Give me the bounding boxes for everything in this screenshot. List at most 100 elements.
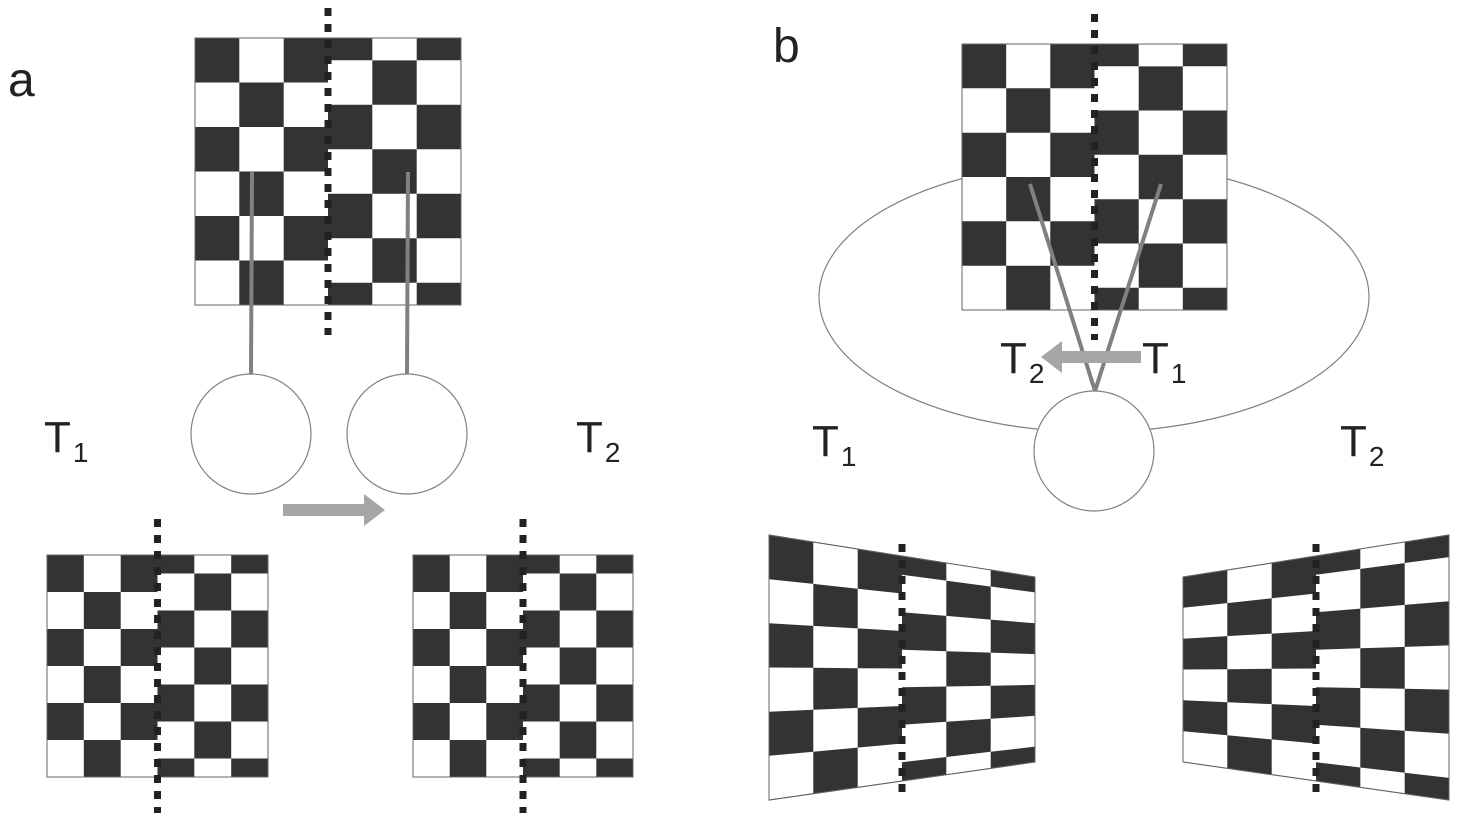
board-square (413, 703, 450, 740)
board-square (902, 686, 947, 725)
board-square (813, 747, 858, 794)
board-square (1360, 727, 1405, 773)
board-square (83, 740, 121, 777)
board-square (195, 38, 240, 83)
board-square (1094, 110, 1139, 155)
board-square (1138, 154, 1183, 200)
board-square (372, 238, 417, 283)
board-border (46, 554, 269, 778)
board-square (902, 556, 947, 581)
board-square (1316, 762, 1361, 788)
panel-b-t1-label: T1 (812, 417, 856, 472)
board-square (857, 706, 902, 748)
panel-a-bottom-left-board (46, 519, 269, 813)
board-square (486, 703, 523, 740)
panel-a-right-rod (405, 171, 410, 377)
board-square (1182, 199, 1227, 244)
board-square (1183, 636, 1228, 670)
board-square (1183, 700, 1228, 736)
board-square (416, 104, 461, 150)
board-square (1316, 549, 1361, 575)
panel-a-top-board (194, 8, 462, 335)
board-square (1094, 287, 1139, 310)
board-square (239, 260, 284, 305)
board-square (231, 610, 268, 648)
board-square (120, 703, 158, 740)
board-square (194, 555, 232, 574)
board-square (413, 629, 450, 666)
panel-b-top-board (961, 14, 1228, 340)
board-square (372, 149, 417, 194)
board-square (47, 703, 84, 740)
board-square (769, 709, 814, 756)
panel-b-inner-t1-label: T1 (1142, 334, 1186, 389)
board-square (1183, 570, 1228, 608)
board-square (239, 171, 284, 216)
board-square (769, 623, 814, 668)
board-square (195, 127, 240, 172)
board-square (559, 555, 597, 574)
board-square (416, 282, 461, 305)
board-square (449, 592, 487, 629)
board-square (195, 216, 240, 261)
board-square (1271, 556, 1316, 599)
board-square (449, 666, 487, 703)
board-square (1050, 221, 1095, 266)
board-square (1227, 668, 1272, 705)
board-square (1182, 44, 1227, 67)
board-border (768, 534, 1036, 801)
board-square (857, 549, 902, 594)
panel-a-move-arrow (283, 494, 385, 526)
board-square (1360, 563, 1405, 609)
board-square (1138, 66, 1183, 111)
board-square (523, 555, 560, 574)
board-square (1316, 608, 1361, 650)
board-square (1006, 265, 1051, 310)
board-square (990, 619, 1035, 655)
panel-b-observer (1033, 390, 1155, 512)
board-square (559, 721, 597, 759)
board-square (990, 746, 1035, 769)
board-square (596, 684, 633, 722)
board-square (486, 629, 523, 666)
board-square (596, 555, 633, 574)
board-square (1050, 132, 1095, 177)
panel-b-t2-label: T2 (1340, 417, 1384, 472)
panel-b-label: b (773, 20, 800, 73)
board-square (1360, 542, 1405, 569)
board-square (1227, 598, 1272, 637)
board-square (1404, 688, 1449, 734)
panel-b-bottom-right-board (1182, 534, 1450, 801)
board-square (1138, 243, 1183, 288)
board-square (596, 610, 633, 648)
panel-a-t1-label: T1 (44, 413, 88, 468)
board-square (194, 647, 232, 685)
board-border (961, 43, 1228, 311)
board-square (1182, 287, 1227, 310)
board-border (194, 37, 462, 306)
board-square (328, 282, 373, 305)
board-square (813, 667, 858, 710)
board-square (523, 758, 560, 777)
board-square (47, 555, 84, 592)
board-square (1094, 44, 1139, 67)
panel-a-left-rod (249, 171, 254, 377)
board-square (946, 580, 991, 620)
board-square (962, 221, 1007, 266)
board-square (946, 563, 991, 587)
board-square (1138, 44, 1183, 67)
panel-a-t2-label: T2 (576, 413, 620, 468)
board-square (449, 740, 487, 777)
panel-b-inner-t2-label: T2 (1000, 334, 1044, 389)
board-square (902, 757, 947, 781)
board-square (157, 684, 195, 722)
board-square (157, 610, 195, 648)
board-square (596, 758, 633, 777)
panel-a: a T1 T2 (8, 8, 634, 813)
board-square (946, 718, 991, 757)
board-square (416, 193, 461, 239)
board-square (1271, 631, 1316, 669)
board-square (559, 647, 597, 685)
panel-b-bottom-left-board (768, 534, 1036, 801)
board-square (486, 555, 523, 592)
